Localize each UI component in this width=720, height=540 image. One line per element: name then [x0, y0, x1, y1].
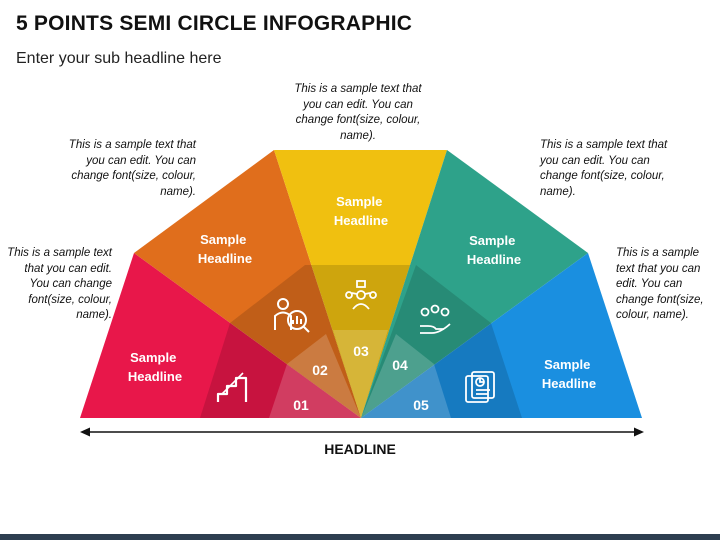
hand-coins-icon [420, 304, 451, 334]
segment-2-number: 02 [312, 362, 328, 378]
segment-4: Sample Headline 04 [361, 150, 588, 418]
segment-2-mid [230, 265, 361, 418]
segment-2: Sample Headline 02 [134, 150, 361, 418]
report-document-icon [465, 371, 495, 403]
segment-3-mid [305, 265, 416, 418]
headline-axis-arrow [80, 427, 644, 437]
segment-2-note: This is a sample text that you can edit.… [68, 139, 196, 198]
segment-3-outer [274, 150, 447, 418]
segment-1-outer [80, 253, 361, 418]
segment-2-headline: Sample Headline [198, 232, 252, 266]
segment-1-mid [200, 323, 361, 418]
segment-4-mid [361, 265, 491, 418]
stairs-icon [216, 372, 248, 402]
analyst-chart-icon [274, 298, 310, 333]
page-title: 5 POINTS SEMI CIRCLE INFOGRAPHIC [16, 12, 413, 35]
segment-5-headline: Sample Headline [542, 357, 596, 391]
segment-4-number: 04 [392, 357, 408, 373]
segment-2-outer [134, 150, 361, 418]
segment-3-headline: Sample Headline [334, 194, 388, 228]
segment-5-inner [361, 364, 451, 418]
axis-headline-label: HEADLINE [324, 441, 396, 457]
segment-4-outer [361, 150, 588, 418]
segment-5-number: 05 [413, 397, 429, 413]
segment-4-inner [361, 334, 434, 418]
segment-5: Sample Headline 05 [361, 253, 642, 418]
page-subtitle: Enter your sub headline here [16, 50, 222, 67]
segment-1-number: 01 [293, 397, 309, 413]
segment-1-inner [269, 364, 361, 418]
segment-4-headline: Sample Headline [467, 233, 521, 267]
segment-1-headline: Sample Headline [128, 350, 182, 384]
segment-3: Sample Headline 03 [274, 150, 447, 418]
segment-4-note: This is a sample text that you can edit.… [540, 139, 668, 198]
segment-5-note: This is a sample text that you can edit.… [616, 247, 704, 321]
team-network-icon [345, 280, 377, 310]
segment-1-note: This is a sample text that you can edit.… [7, 247, 112, 321]
footer-bar [0, 534, 720, 540]
segment-3-note: This is a sample text that you can edit.… [294, 83, 422, 142]
segment-3-inner [333, 330, 388, 418]
segment-1: Sample Headline 01 [80, 253, 361, 418]
segment-5-outer [361, 253, 642, 418]
segment-2-inner [287, 334, 361, 418]
segment-3-number: 03 [353, 343, 369, 359]
